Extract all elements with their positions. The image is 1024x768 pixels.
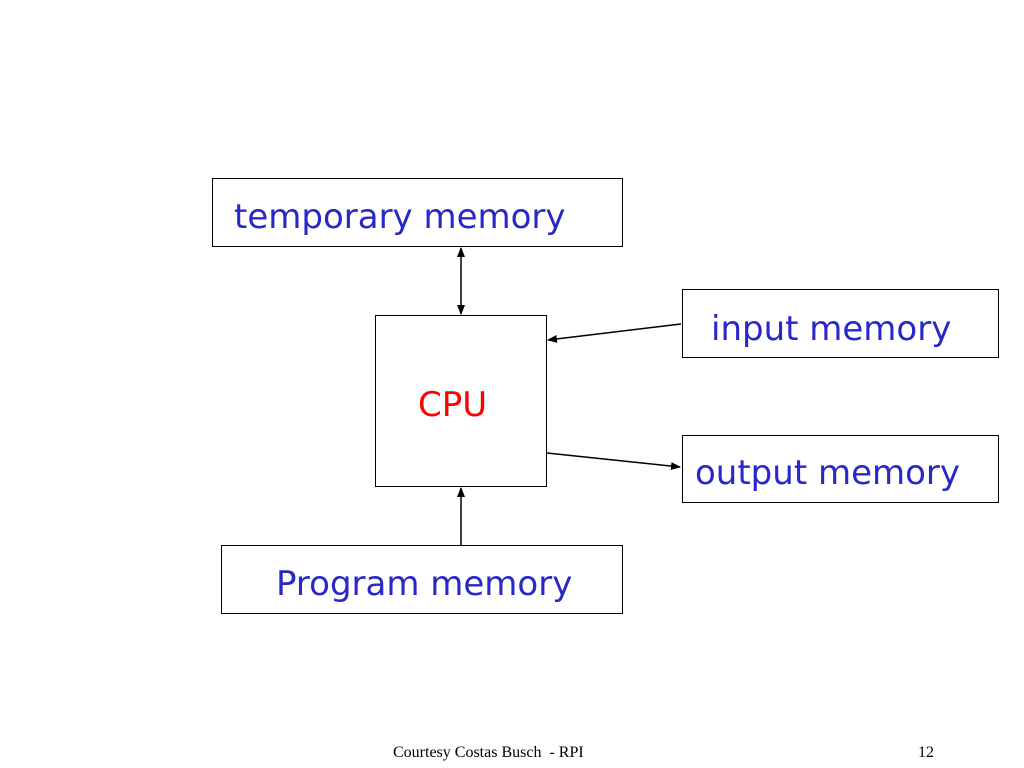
output-memory-label: output memory (695, 453, 961, 493)
cpu-label: CPU (418, 385, 488, 425)
input-memory-label: input memory (711, 309, 952, 349)
output-memory-box (682, 435, 999, 503)
temporary-memory-box (212, 178, 623, 247)
footer-credit: Courtesy Costas Busch - RPI (393, 744, 584, 761)
input-memory-box (682, 289, 999, 358)
arrow-cpu-output (546, 452, 681, 471)
page-number: 12 (918, 744, 934, 761)
program-memory-label: Program memory (276, 564, 573, 604)
cpu-box (375, 315, 547, 487)
temporary-memory-label: temporary memory (234, 197, 566, 237)
program-memory-box (221, 545, 623, 614)
arrow-input-cpu (547, 323, 682, 343)
